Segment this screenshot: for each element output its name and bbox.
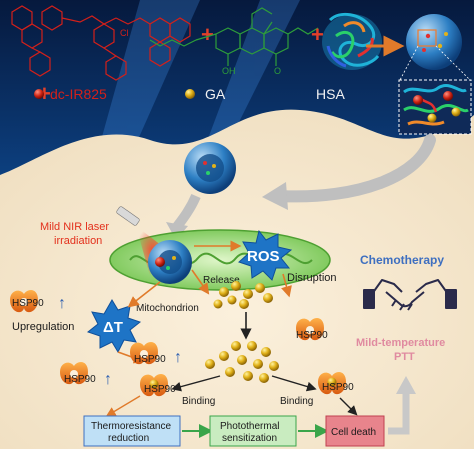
mild-ptt-line1: Mild-temperature — [356, 337, 445, 349]
ga-legend-label: GA — [205, 86, 226, 102]
hsp90-center — [130, 342, 158, 365]
binding-label-right: Binding — [280, 396, 313, 407]
dye-legend-marker — [34, 89, 44, 99]
photothermal-line2: sensitization — [222, 433, 277, 444]
hsp90-label-bound-left: HSP90 — [144, 384, 176, 395]
hsp90-lower-left-arrow: ↑ — [104, 371, 112, 388]
nanoparticle-in-mitochondrion — [148, 240, 192, 284]
uptake-arrow — [274, 134, 436, 203]
hsp90-free-right — [296, 318, 324, 341]
hsa-legend-label: HSA — [316, 86, 345, 102]
thermoresistance-line1: Thermoresistance — [91, 421, 171, 432]
hsp90-label-center: HSP90 — [134, 354, 166, 365]
hsp90-upregulation-left — [10, 290, 38, 313]
zoom-inset — [398, 79, 472, 135]
chloride-label: Cl — [120, 28, 129, 38]
to-cell-death-arrow — [339, 397, 358, 416]
cell-death-box: Cell death — [325, 415, 385, 447]
synergy-arrow — [388, 392, 410, 435]
laser-label-line2: irradiation — [54, 235, 102, 247]
internalization-arrow-head — [166, 222, 188, 240]
release-label: Release — [203, 275, 240, 286]
cell-death-label: Cell death — [331, 427, 376, 438]
hsp90-bound-right — [318, 372, 346, 395]
hsp90-bound-left — [140, 374, 168, 397]
synergy-arrow-head — [396, 376, 416, 394]
diffused-ga-beads — [205, 341, 279, 383]
hsp90-label-free-right: HSP90 — [296, 330, 328, 341]
zoom-line-left — [399, 45, 419, 81]
mitochondrion-label: Mitochondrion — [136, 303, 199, 314]
ga-legend-marker — [185, 89, 195, 99]
chemotherapy-label: Chemotherapy — [360, 253, 444, 267]
handshake-icon — [363, 279, 457, 311]
uptake-arrow-head — [262, 182, 288, 210]
nanoparticle-entering — [184, 142, 236, 194]
plus-sign-2: + — [311, 22, 324, 47]
dc-ir825-structure — [11, 5, 191, 81]
binding-label-left: Binding — [182, 396, 215, 407]
zoom-line-right — [435, 45, 471, 81]
hsp90-upregulation-arrow: ↑ — [58, 295, 66, 312]
nanoparticle-top-right — [406, 14, 462, 70]
plus-sign-1: + — [201, 22, 214, 47]
laser-device — [116, 206, 140, 226]
release-arrow — [191, 269, 210, 295]
dye-legend-label: dc-IR825 — [50, 86, 107, 102]
hsp90-label-upregulation: HSP90 — [12, 298, 44, 309]
hsa-protein-structure — [322, 12, 382, 70]
released-ga-beads — [213, 281, 273, 309]
binding-arrow-left — [171, 375, 221, 392]
ga-oh-label: OH — [222, 66, 236, 76]
laser-label-line1: Mild NIR laser — [40, 221, 109, 233]
heat-arrow — [127, 281, 161, 308]
plus-sign-3: + — [38, 81, 51, 106]
delta-t-label: ΔT — [103, 319, 123, 336]
photothermal-line1: Photothermal — [220, 421, 279, 432]
hsp90-lower-left — [60, 362, 88, 385]
upregulation-label: Upregulation — [12, 321, 74, 333]
mild-ptt-line2: PTT — [394, 351, 415, 363]
ros-label: ROS — [247, 248, 280, 265]
ros-burst — [238, 229, 293, 281]
hsp90-center-arrow: ↑ — [174, 349, 182, 366]
ga-oxygen-label: O — [274, 66, 281, 76]
ga-structure — [149, 7, 319, 66]
disruption-label: Disruption — [287, 272, 337, 284]
thermoresistance-box: Thermoresistance reduction — [83, 415, 181, 447]
to-thermoresistance-arrow — [105, 395, 141, 417]
binding-arrow-right — [271, 375, 317, 392]
thermoresistance-line2: reduction — [108, 433, 149, 444]
hsp90-label-lower-left: HSP90 — [64, 374, 96, 385]
disruption-arrow — [281, 273, 292, 298]
hsp90-label-bound-right: HSP90 — [322, 382, 354, 393]
photothermal-box: Photothermal sensitization — [209, 415, 297, 447]
